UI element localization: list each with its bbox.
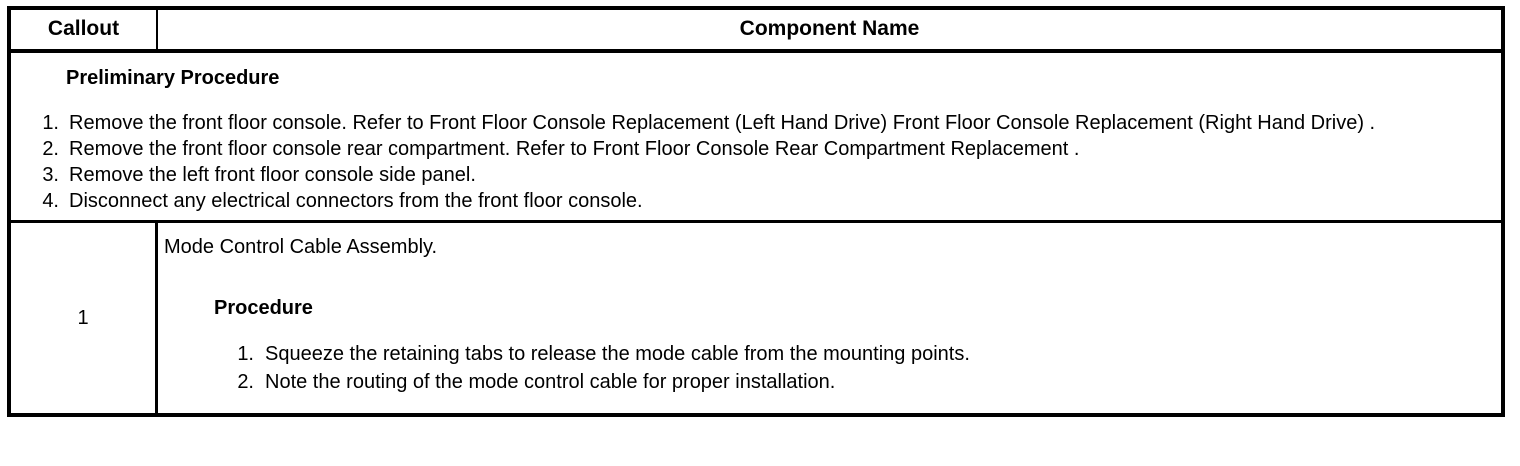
list-item-text: Squeeze the retaining tabs to release th… bbox=[265, 343, 970, 365]
list-item-text: Remove the front floor console rear comp… bbox=[69, 138, 1080, 160]
procedure-list: 1. Squeeze the retaining tabs to release… bbox=[164, 318, 1493, 396]
list-item-number: 4. bbox=[42, 190, 59, 212]
list-item-number: 1. bbox=[237, 343, 254, 365]
component-cell: Mode Control Cable Assembly. Procedure 1… bbox=[158, 223, 1501, 413]
list-item-number: 1. bbox=[42, 112, 59, 134]
list-item-number: 2. bbox=[237, 371, 254, 393]
procedure-title: Procedure bbox=[214, 297, 313, 319]
list-item-number: 2. bbox=[42, 138, 59, 160]
list-item-text: Remove the front floor console. Refer to… bbox=[69, 112, 1376, 134]
table-row: 1 Mode Control Cable Assembly. Procedure… bbox=[11, 223, 1501, 413]
list-item: 2. Note the routing of the mode control … bbox=[164, 368, 1493, 396]
table-header-row: Callout Component Name bbox=[11, 10, 1501, 53]
list-item-text: Remove the left front floor console side… bbox=[69, 164, 476, 186]
column-header-component-name: Component Name bbox=[739, 17, 920, 40]
list-item: 3. Remove the left front floor console s… bbox=[11, 162, 1501, 188]
preliminary-procedure-row: Preliminary Procedure 1. Remove the fron… bbox=[11, 53, 1501, 223]
list-item-text: Disconnect any electrical connectors fro… bbox=[69, 190, 643, 212]
preliminary-procedure-list: 1. Remove the front floor console. Refer… bbox=[11, 110, 1501, 214]
list-item: 1. Remove the front floor console. Refer… bbox=[11, 110, 1501, 136]
callout-number: 1 bbox=[11, 223, 158, 413]
component-name-text: Mode Control Cable Assembly. bbox=[164, 236, 438, 258]
list-item: 1. Squeeze the retaining tabs to release… bbox=[164, 340, 1493, 368]
procedure-table: Callout Component Name Preliminary Proce… bbox=[7, 6, 1505, 417]
preliminary-procedure-title: Preliminary Procedure bbox=[66, 67, 280, 89]
list-item-text: Note the routing of the mode control cab… bbox=[265, 371, 836, 393]
column-header-callout: Callout bbox=[11, 10, 158, 49]
list-item: 2. Remove the front floor console rear c… bbox=[11, 136, 1501, 162]
list-item: 4. Disconnect any electrical connectors … bbox=[11, 188, 1501, 214]
list-item-number: 3. bbox=[42, 164, 59, 186]
